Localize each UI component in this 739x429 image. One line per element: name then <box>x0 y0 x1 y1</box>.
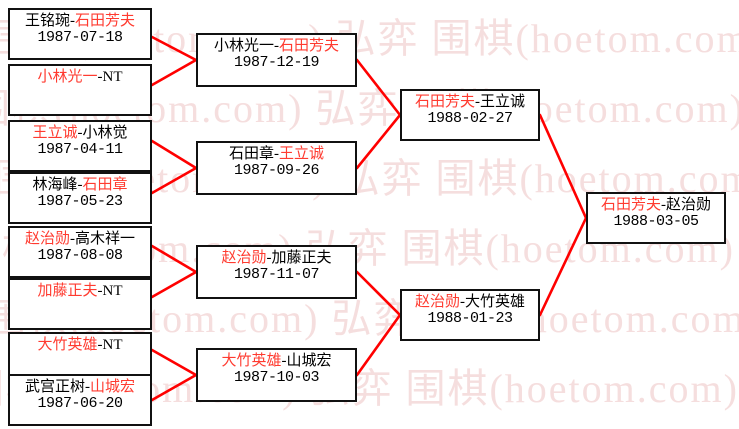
player-separator: - <box>281 353 287 369</box>
player-separator: - <box>77 125 83 141</box>
player-left-r3m1: 石田芳夫 <box>414 94 475 110</box>
player-separator: - <box>97 69 103 85</box>
player-separator: - <box>661 197 666 213</box>
player-right-r1m4: 石田章 <box>82 177 128 193</box>
match-players-r1m6: 加藤正夫-NT <box>37 283 122 300</box>
match-players-r2m2: 石田章-王立诚 <box>229 146 324 163</box>
player-left-r1m3: 王立诚 <box>32 125 78 141</box>
player-separator: - <box>85 379 90 395</box>
player-separator: - <box>97 283 103 299</box>
player-right-r1m5: 高木祥一 <box>75 231 136 247</box>
match-box-r2m4[interactable]: 大竹英雄-山城宏 1987-10-03 <box>196 348 357 402</box>
match-date-r2m4: 1987-10-03 <box>233 368 320 386</box>
match-box-r1m5[interactable]: 赵治勋-高木祥一 1987-08-08 <box>8 226 152 278</box>
player-left-r1m2: 小林光一 <box>37 69 98 85</box>
match-players-r2m3: 赵治勋-加藤正夫 <box>221 250 331 267</box>
match-players-r1m8: 武宫正树-山城宏 <box>25 379 135 396</box>
player-right-r3m1: 王立诚 <box>480 94 526 110</box>
match-players-r1m2: 小林光一-NT <box>37 69 122 86</box>
player-separator: - <box>77 177 83 193</box>
match-players-r4m1: 石田芳夫-赵治勋 <box>601 197 711 214</box>
player-left-r3m2: 赵治勋 <box>414 294 460 310</box>
player-right-r2m4: 山城宏 <box>286 353 332 369</box>
player-separator: - <box>475 94 480 110</box>
match-box-r3m2[interactable]: 赵治勋-大竹英雄 1988-01-23 <box>400 289 540 341</box>
player-right-r2m1: 石田芳夫 <box>279 38 340 54</box>
player-separator: - <box>70 13 75 29</box>
match-date-r1m5: 1987-08-08 <box>37 246 123 264</box>
player-left-r2m1: 小林光一 <box>213 38 274 54</box>
match-box-r2m3[interactable]: 赵治勋-加藤正夫 1987-11-07 <box>196 245 357 299</box>
match-players-r1m4: 林海峰-石田章 <box>32 177 127 194</box>
match-players-r1m1: 王铭琬-石田芳夫 <box>25 13 135 30</box>
player-right-r4m1: 赵治勋 <box>666 197 712 213</box>
match-date-r2m2: 1987-09-26 <box>233 161 320 179</box>
player-left-r1m6: 加藤正夫 <box>37 283 98 299</box>
match-box-r1m4[interactable]: 林海峰-石田章 1987-05-23 <box>8 172 152 224</box>
match-date-r3m2: 1988-01-23 <box>427 309 513 327</box>
player-separator: - <box>274 146 279 162</box>
player-left-r2m2: 石田章 <box>228 146 274 162</box>
match-date-r3m1: 1988-02-27 <box>427 109 513 127</box>
player-separator: - <box>70 231 75 247</box>
match-box-r2m1[interactable]: 小林光一-石田芳夫 1987-12-19 <box>196 33 357 87</box>
match-date-r2m3: 1987-11-07 <box>233 265 320 283</box>
player-right-r1m1: 石田芳夫 <box>75 13 136 29</box>
match-date-r4m1: 1988-03-05 <box>613 212 699 230</box>
player-separator: - <box>274 38 279 54</box>
player-separator: - <box>266 250 272 266</box>
player-right-r1m3: 小林觉 <box>82 125 128 141</box>
match-date-r1m4: 1987-05-23 <box>37 192 123 210</box>
player-left-r1m4: 林海峰 <box>32 177 78 193</box>
player-left-r1m1: 王铭琬 <box>24 13 70 29</box>
match-players-r1m5: 赵治勋-高木祥一 <box>25 231 135 248</box>
match-players-r1m3: 王立诚-小林觉 <box>32 125 127 142</box>
player-right-r3m2: 大竹英雄 <box>465 294 526 310</box>
match-box-r1m3[interactable]: 王立诚-小林觉 1987-04-11 <box>8 120 152 172</box>
player-right-r1m2: NT <box>102 69 123 85</box>
player-left-r2m3: 赵治勋 <box>221 250 267 266</box>
player-separator: - <box>97 337 103 353</box>
match-players-r1m7: 大竹英雄-NT <box>37 337 122 354</box>
match-date-r1m8: 1987-06-20 <box>37 394 123 412</box>
player-right-r1m8: 山城宏 <box>90 379 136 395</box>
match-date-r2m1: 1987-12-19 <box>233 53 320 71</box>
match-box-r1m6[interactable]: 加藤正夫-NT <box>8 278 152 330</box>
match-box-r2m2[interactable]: 石田章-王立诚 1987-09-26 <box>196 141 357 195</box>
player-right-r1m6: NT <box>102 283 123 299</box>
match-box-r1m2[interactable]: 小林光一-NT <box>8 64 152 116</box>
player-left-r1m7: 大竹英雄 <box>37 337 98 353</box>
match-players-r2m4: 大竹英雄-山城宏 <box>221 353 331 370</box>
match-box-r1m1[interactable]: 王铭琬-石田芳夫 1987-07-18 <box>8 8 152 60</box>
player-left-r4m1: 石田芳夫 <box>600 197 661 213</box>
match-box-r1m8[interactable]: 武宫正树-山城宏 1987-06-20 <box>8 374 152 426</box>
player-separator: - <box>460 294 465 310</box>
player-left-r2m4: 大竹英雄 <box>221 353 282 369</box>
match-date-r1m3: 1987-04-11 <box>37 140 123 158</box>
player-left-r1m8: 武宫正树 <box>24 379 85 395</box>
player-right-r2m2: 王立诚 <box>279 146 325 162</box>
match-box-r4m1[interactable]: 石田芳夫-赵治勋 1988-03-05 <box>586 192 726 244</box>
match-players-r3m2: 赵治勋-大竹英雄 <box>415 294 525 311</box>
match-box-r3m1[interactable]: 石田芳夫-王立诚 1988-02-27 <box>400 89 540 141</box>
player-right-r2m3: 加藤正夫 <box>271 250 332 266</box>
player-left-r1m5: 赵治勋 <box>24 231 70 247</box>
player-right-r1m7: NT <box>102 337 123 353</box>
match-date-r1m1: 1987-07-18 <box>37 28 123 46</box>
match-players-r2m1: 小林光一-石田芳夫 <box>214 38 339 55</box>
match-players-r3m1: 石田芳夫-王立诚 <box>415 94 525 111</box>
